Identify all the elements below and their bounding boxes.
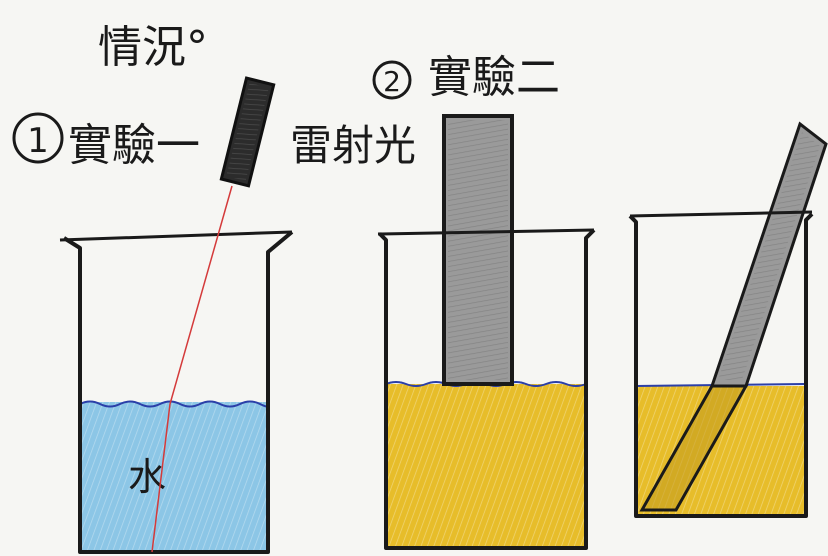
beaker-2 (377, 114, 596, 550)
experiment2-number: 2 (383, 65, 401, 98)
experiment2-label: 2 實驗二 (372, 52, 560, 103)
experiment1-number: 1 (27, 121, 49, 161)
beaker-3-outline (628, 212, 814, 518)
experiment1-number-circle (12, 112, 64, 164)
laser-pointer (219, 76, 276, 188)
experiment1-title: 實驗一 (68, 120, 200, 171)
heading-text: 情況° (98, 22, 208, 73)
glass-rod-vertical (442, 114, 514, 386)
beaker-1-outline (62, 230, 294, 554)
water-label: 水 (128, 455, 166, 499)
glass-rod-slanted (639, 121, 828, 512)
laser-beam (151, 185, 233, 553)
experiment2-number-circle (372, 60, 412, 100)
experiment1-label: 1 實驗一 (12, 112, 200, 171)
laser-label: 雷射光 (290, 121, 416, 170)
water-surface-line (79, 400, 270, 408)
beaker-1: 水 (59, 230, 294, 554)
experiment2-title: 實驗二 (428, 52, 560, 103)
beaker-3 (628, 121, 828, 518)
beaker-2-outline (378, 228, 596, 550)
